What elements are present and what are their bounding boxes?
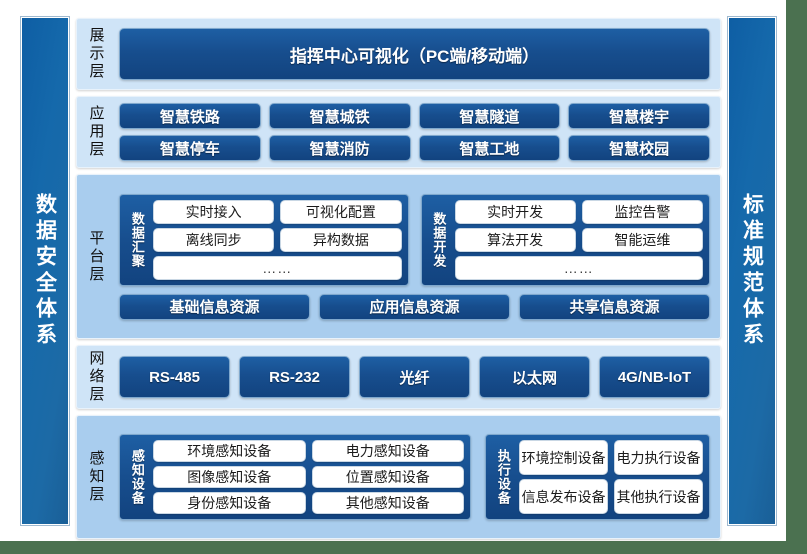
sensing-item-location-sensor[interactable]: 位置感知设备 [311,466,464,488]
application-item-railway[interactable]: 智慧铁路 [119,103,261,129]
platform-item-monitoring-alarm[interactable]: 监控告警 [581,199,703,224]
sensing-item-other-sensor[interactable]: 其他感知设备 [311,492,464,514]
execution-item-environment-control[interactable]: 环境控制设备 [519,440,608,475]
application-item-building[interactable]: 智慧楼宇 [568,103,710,129]
platform-item-realtime-development[interactable]: 实时开发 [454,199,576,224]
side-pillar-data-security: 数据安全体系 [21,17,69,525]
platform-item-intelligent-ops[interactable]: 智能运维 [581,227,703,252]
execution-item-information-display[interactable]: 信息发布设备 [519,479,608,514]
application-item-metro[interactable]: 智慧城铁 [268,103,411,129]
network-item-4g-nbiot[interactable]: 4G/NB-IoT [599,356,710,398]
platform-resource-basic-information[interactable]: 基础信息资源 [119,293,310,320]
execution-item-power-actuator[interactable]: 电力执行设备 [614,440,703,475]
platform-group-data-development: 数据开发 实时开发 监控告警 算法开发 智能运维 …… [420,193,710,286]
layer-display-label: 展示层 [87,27,105,81]
application-item-parking[interactable]: 智慧停车 [119,135,261,161]
sensing-item-identity-sensor[interactable]: 身份感知设备 [153,492,306,514]
layer-application-label-box: 应用层 [77,97,115,167]
sensing-group-execution-label-box: 执行设备 [492,440,514,514]
application-item-tunnel[interactable]: 智慧隧道 [418,103,561,129]
platform-item-offline-sync[interactable]: 离线同步 [153,227,275,252]
platform-resources: 基础信息资源 应用信息资源 共享信息资源 [119,293,710,320]
layer-network-label: 网络层 [87,350,105,404]
sensing-group-execution-label: 执行设备 [495,449,511,505]
layer-platform: 平台层 数据汇聚 实时接入 可视化配置 离线同步 异构数据 [76,174,721,339]
platform-item-aggregation-more[interactable]: …… [153,255,402,280]
layer-display: 展示层 指挥中心可视化（PC端/移动端） [76,18,721,90]
platform-groups: 数据汇聚 实时接入 可视化配置 离线同步 异构数据 …… 数 [119,193,710,286]
application-grid: 智慧铁路 智慧城铁 智慧隧道 智慧楼宇 智慧停车 智慧消防 智慧工地 智慧校园 [115,96,720,168]
sensing-group-execution-cells: 环境控制设备 电力执行设备 信息发布设备 其他执行设备 [519,440,703,514]
layer-application-label: 应用层 [87,105,105,159]
platform-group-data-development-label: 数据开发 [431,211,447,268]
platform-item-realtime-access[interactable]: 实时接入 [153,199,275,224]
display-item-command-center[interactable]: 指挥中心可视化（PC端/移动端） [119,28,710,80]
layer-display-label-box: 展示层 [77,19,115,89]
platform-item-heterogeneous-data[interactable]: 异构数据 [280,227,402,252]
layer-application-body: 智慧铁路 智慧城铁 智慧隧道 智慧楼宇 智慧停车 智慧消防 智慧工地 智慧校园 [115,97,720,167]
layer-platform-label: 平台层 [87,229,105,284]
platform-item-algorithm-development[interactable]: 算法开发 [454,227,576,252]
side-pillar-right-label: 标准规范体系 [740,193,764,349]
platform-group-data-aggregation-label: 数据汇聚 [129,211,145,268]
application-item-construction-site[interactable]: 智慧工地 [418,135,561,161]
platform-resource-shared-information[interactable]: 共享信息资源 [519,293,710,320]
network-grid: RS-485 RS-232 光纤 以太网 4G/NB-IoT [115,347,720,407]
side-pillar-left-label: 数据安全体系 [33,193,57,349]
platform-body-inner: 数据汇聚 实时接入 可视化配置 离线同步 异构数据 …… 数 [115,187,720,327]
application-item-firefighting[interactable]: 智慧消防 [268,135,411,161]
sensing-group-perception-label: 感知设备 [129,449,145,505]
diagram-canvas: 数据安全体系 标准规范体系 展示层 指挥中心可视化（PC端/移动端） 应用层 智… [0,0,786,541]
sensing-group-perception-devices: 感知设备 环境感知设备 电力感知设备 图像感知设备 位置感知设备 身份感知设备 … [119,434,471,520]
side-pillar-standards: 标准规范体系 [728,17,776,525]
layer-sensing-body: 感知设备 环境感知设备 电力感知设备 图像感知设备 位置感知设备 身份感知设备 … [115,416,720,538]
layer-sensing-label: 感知层 [87,450,105,504]
platform-item-visual-config[interactable]: 可视化配置 [280,199,402,224]
layer-network-body: RS-485 RS-232 光纤 以太网 4G/NB-IoT [115,346,720,408]
platform-group-data-development-label-box: 数据开发 [428,200,450,280]
layer-display-body: 指挥中心可视化（PC端/移动端） [115,19,720,89]
network-item-rs232[interactable]: RS-232 [239,356,350,398]
execution-item-other-actuator[interactable]: 其他执行设备 [614,479,703,514]
network-item-fiber[interactable]: 光纤 [359,356,470,398]
layer-network-label-box: 网络层 [77,346,115,408]
sensing-group-perception-label-box: 感知设备 [126,440,148,514]
platform-group-data-aggregation-cells: 实时接入 可视化配置 离线同步 异构数据 …… [153,199,402,280]
sensing-item-image-sensor[interactable]: 图像感知设备 [153,466,306,488]
platform-item-development-more[interactable]: …… [454,255,703,280]
platform-resource-application-information[interactable]: 应用信息资源 [319,293,510,320]
sensing-group-perception-cells: 环境感知设备 电力感知设备 图像感知设备 位置感知设备 身份感知设备 其他感知设… [153,440,464,514]
sensing-item-environment-sensor[interactable]: 环境感知设备 [153,440,306,462]
sensing-item-power-sensor[interactable]: 电力感知设备 [311,440,464,462]
layer-sensing-label-box: 感知层 [77,416,115,538]
layer-sensing: 感知层 感知设备 环境感知设备 电力感知设备 图像感知设备 位置感知设备 身份感… [76,415,721,539]
sensing-group-execution-devices: 执行设备 环境控制设备 电力执行设备 信息发布设备 其他执行设备 [485,434,710,520]
layer-application: 应用层 智慧铁路 智慧城铁 智慧隧道 智慧楼宇 智慧停车 智慧消防 智慧工地 智… [76,96,721,168]
platform-group-data-development-cells: 实时开发 监控告警 算法开发 智能运维 …… [454,199,703,280]
network-item-ethernet[interactable]: 以太网 [479,356,590,398]
network-item-rs485[interactable]: RS-485 [119,356,230,398]
layer-network: 网络层 RS-485 RS-232 光纤 以太网 4G/NB-IoT [76,345,721,409]
sensing-groups: 感知设备 环境感知设备 电力感知设备 图像感知设备 位置感知设备 身份感知设备 … [115,427,720,527]
layer-platform-body: 数据汇聚 实时接入 可视化配置 离线同步 异构数据 …… 数 [115,175,720,338]
layer-platform-label-box: 平台层 [77,175,115,338]
application-item-campus[interactable]: 智慧校园 [568,135,710,161]
platform-group-data-aggregation-label-box: 数据汇聚 [126,200,148,280]
platform-group-data-aggregation: 数据汇聚 实时接入 可视化配置 离线同步 异构数据 …… [119,193,409,286]
